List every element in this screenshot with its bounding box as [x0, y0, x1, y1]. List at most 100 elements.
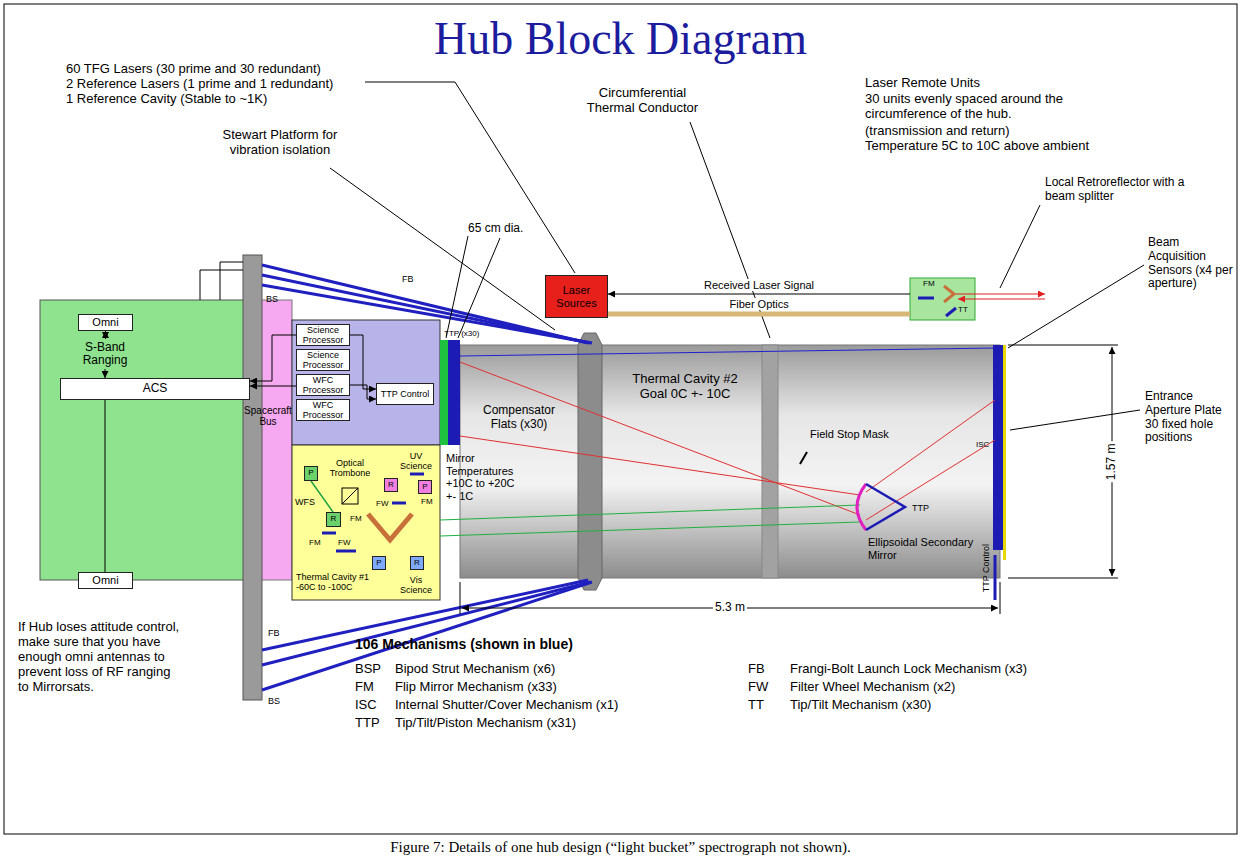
connector	[250, 335, 296, 381]
annotation-label: TTP (x30)	[444, 329, 479, 338]
connector	[105, 369, 106, 378]
node-text: Laser Sources	[546, 284, 607, 309]
annotation-label: Tip/Tilt Mechanism (x30)	[790, 698, 931, 713]
annotation-label: Laser Remote Units	[865, 76, 980, 91]
connector	[105, 400, 106, 572]
optic-box: P	[418, 480, 432, 494]
annotation-label: BS	[268, 696, 280, 706]
annotation-label: ISC	[976, 440, 989, 449]
node-text: P	[376, 559, 381, 568]
annotation-label: Mirror Temperatures +10C to +20C +- 1C	[446, 452, 518, 503]
annotation-label: FB	[748, 662, 765, 677]
node-text: Science Processor	[297, 325, 349, 345]
connector	[608, 312, 910, 317]
annotation-label: FB	[402, 274, 414, 284]
annotation-label: 5.3 m	[713, 601, 747, 615]
ranging-unit: S-Band Ranging	[72, 339, 138, 369]
connector-label: Fiber Optics	[728, 298, 791, 311]
node-text: Thermal Cavity #2 Goal 0C +- 10C	[625, 372, 745, 401]
spacecraft-bus: Spacecraft Bus	[244, 402, 292, 430]
annotation-label: FM	[350, 514, 362, 523]
connector	[250, 386, 296, 387]
node-text: TT	[958, 306, 968, 315]
annotation-label: Ellipsoidal Secondary Mirror	[868, 536, 974, 561]
optic-box: P	[304, 466, 318, 481]
annotation-label: FW	[376, 499, 388, 508]
annotation-label: Beam Acquisition Sensors (x4 per apertur…	[1148, 236, 1236, 291]
processor-box: Science Processor	[296, 324, 350, 346]
annotation-label: WFS	[295, 497, 315, 507]
annotation-label: Field Stop Mask	[810, 428, 889, 441]
annotation-label: 30 units evenly spaced around the circum…	[865, 92, 1093, 122]
annotation-label: UV Science	[399, 451, 433, 472]
annotation-label: Flip Mirror Mechanism (x33)	[395, 680, 557, 695]
connector	[350, 335, 376, 389]
processor-box: WFC Processor	[296, 399, 350, 421]
annotation-label: (transmission and return)	[865, 124, 1010, 139]
annotation-label: FM	[309, 538, 321, 547]
control-box: TTP Control	[376, 383, 434, 405]
connector	[350, 385, 376, 399]
annotation-label: Circumferential Thermal Conductor	[575, 86, 710, 116]
annotation-label: Vis Science	[398, 575, 434, 596]
node-text: Science Processor	[297, 350, 349, 370]
connector	[105, 331, 106, 339]
laser-remote-unit: FM TT	[910, 278, 975, 320]
laser-source-box: Laser Sources	[545, 275, 608, 318]
processor-box: WFC Processor	[296, 374, 350, 396]
annotation-label: TTP Control	[981, 544, 991, 592]
diagram-title: Hub Block Diagram	[0, 12, 1241, 65]
annotation-label: Optical Trombone	[328, 458, 372, 479]
optic-box: R	[384, 478, 398, 492]
figure-caption: Figure 7: Details of one hub design (“li…	[0, 839, 1241, 856]
annotation-label: 65 cm dia.	[468, 222, 523, 236]
annotation-label: Frangi-Bolt Launch Lock Mechanism (x3)	[790, 662, 1027, 677]
node-text: FM	[923, 280, 935, 289]
annotation-label: FB	[268, 628, 280, 638]
optic-box: R	[410, 556, 424, 570]
annotation-label: If Hub loses attitude control, make sure…	[18, 620, 183, 695]
node-text: Spacecraft Bus	[244, 405, 292, 427]
annotation-label: BS	[266, 294, 278, 304]
annotation-label: Filter Wheel Mechanism (x2)	[790, 680, 955, 695]
antenna-box: Omni	[78, 314, 133, 331]
annotation-label: 1.57 m	[1105, 442, 1119, 483]
node-text: P	[308, 469, 313, 478]
node-text: TTP Control	[381, 389, 429, 399]
node-text: P	[422, 483, 427, 492]
annotation-label: 1 Reference Cavity (Stable to ~1K)	[66, 92, 267, 107]
annotation-label: BSP	[355, 662, 381, 677]
node-text: Omni	[92, 316, 118, 328]
node-text: Thermal Cavity #1 -60C to -100C	[296, 572, 378, 592]
annotation-label: FW	[748, 680, 768, 695]
annotation-label: FM	[355, 680, 374, 695]
annotation-label: Tip/Tilt/Piston Mechanism (x31)	[395, 716, 576, 731]
node-text: Omni	[92, 574, 118, 586]
annotation-label: TTP	[355, 716, 380, 731]
annotation-label: Compensator Flats (x30)	[478, 404, 560, 432]
node-text: ACS	[143, 382, 168, 395]
annotation-label: TT	[748, 698, 764, 713]
acs-box: ACS	[60, 378, 250, 400]
node-text: WFC Processor	[297, 400, 349, 420]
connector-label: Received Laser Signal	[702, 279, 816, 292]
node-text: R	[414, 559, 420, 568]
optic-box: P	[372, 556, 386, 570]
antenna-box: Omni	[78, 572, 133, 589]
node-text: R	[388, 481, 394, 490]
annotation-label: 106 Mechanisms (shown in blue)	[355, 636, 573, 652]
annotation-label: FW	[338, 538, 350, 547]
connector	[608, 294, 910, 295]
annotation-label: 2 Reference Lasers (1 prime and 1 redund…	[66, 77, 333, 92]
annotation-label: ISC	[355, 698, 377, 713]
annotation-label: Local Retroreflector with a beam splitte…	[1045, 176, 1185, 204]
node-text: WFC Processor	[297, 375, 349, 395]
node-text: R	[331, 515, 337, 524]
annotation-label: Stewart Platform for vibration isolation	[205, 128, 355, 158]
annotation-label: Temperature 5C to 10C above ambient	[865, 139, 1089, 154]
annotation-label: Entrance Aperture Plate 30 fixed hole po…	[1145, 390, 1235, 445]
annotation-label: Internal Shutter/Cover Mechanism (x1)	[395, 698, 618, 713]
